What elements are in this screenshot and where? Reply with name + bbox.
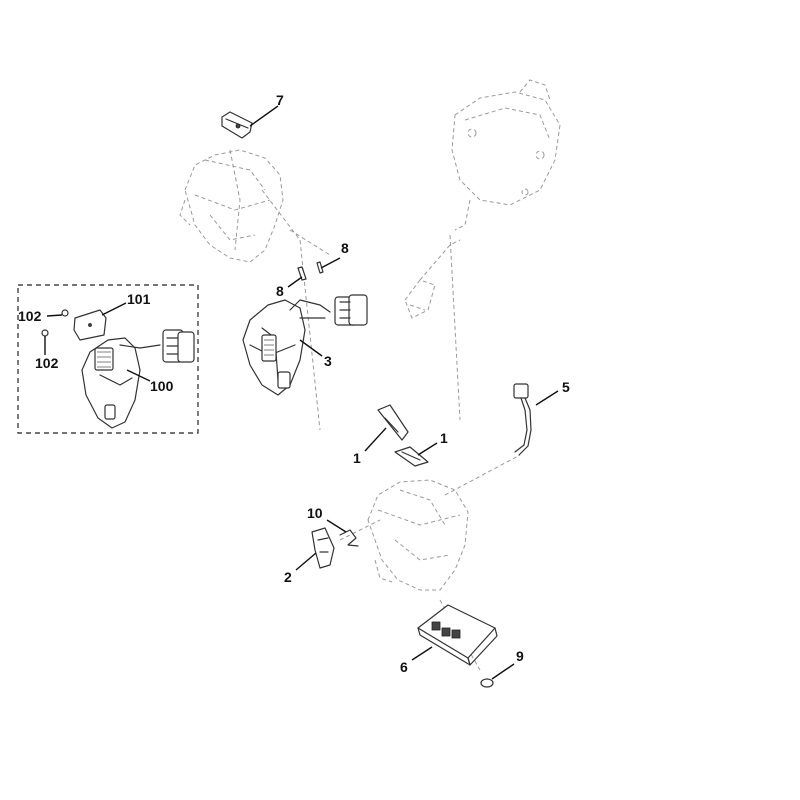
callout-6: 6	[400, 659, 408, 675]
callout-8-upper: 8	[341, 240, 349, 256]
callout-1-left: 1	[353, 450, 361, 466]
callout-labels: 7 8 8 3 101 102 102 100 5 1 1 10 2 6 9	[18, 92, 570, 675]
leader-lines	[44, 105, 559, 680]
part-1-clips	[377, 404, 429, 467]
callout-10: 10	[307, 505, 323, 521]
part-10-spring	[339, 529, 359, 547]
callout-1-right: 1	[440, 430, 448, 446]
callout-102-upper: 102	[18, 308, 42, 324]
part-100-switch-kit	[81, 329, 195, 429]
assembly-guide-lines	[261, 189, 521, 671]
part-2-lever	[311, 527, 335, 569]
optional-kit-box	[17, 284, 199, 434]
callout-8-lower: 8	[276, 283, 284, 299]
part-3-switch-assembly	[242, 294, 368, 396]
part-101-bracket	[73, 309, 107, 341]
callout-101: 101	[127, 291, 151, 307]
part-7-pad	[221, 111, 253, 139]
connector-ghost	[404, 239, 461, 319]
part-5-cable	[513, 383, 532, 456]
callout-7: 7	[276, 92, 284, 108]
callout-9: 9	[516, 648, 524, 664]
part-9-grommet	[480, 678, 494, 688]
rear-housing-ghost	[451, 79, 561, 231]
part-6-control-module	[417, 604, 498, 666]
lower-housing-ghost	[367, 479, 469, 591]
part-8-screws	[297, 261, 324, 281]
upper-housing-ghost	[179, 149, 284, 263]
callout-100: 100	[150, 378, 174, 394]
callout-5: 5	[562, 379, 570, 395]
callout-2: 2	[284, 569, 292, 585]
part-102-screws	[41, 309, 69, 337]
callout-102-lower: 102	[35, 355, 59, 371]
callout-3: 3	[324, 353, 332, 369]
